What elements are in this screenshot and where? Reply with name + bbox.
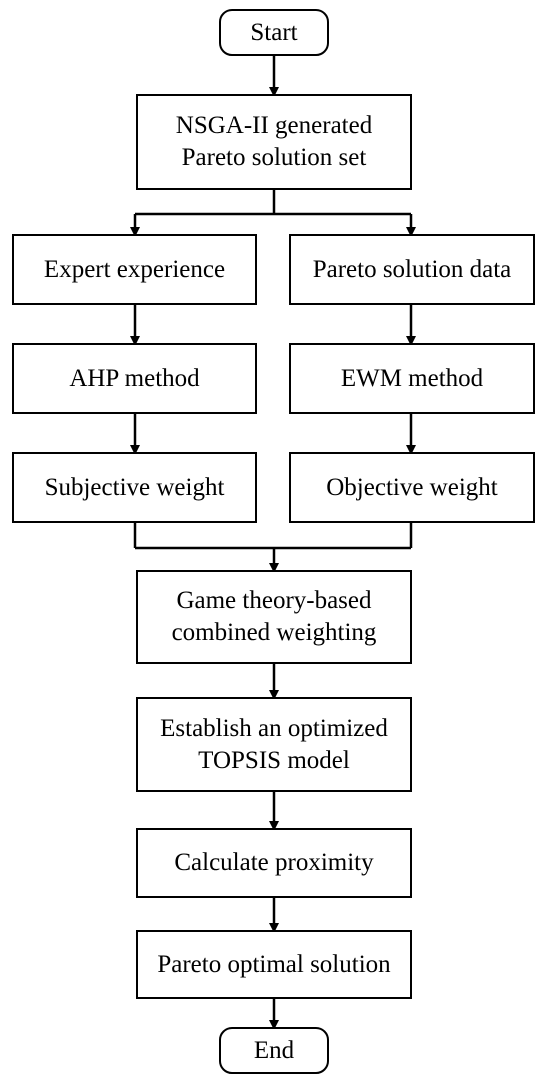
pareto-optimal-solution-node: Pareto optimal solution	[136, 930, 412, 999]
topsis-model-node: Establish an optimized TOPSIS model	[136, 697, 412, 792]
end-node: End	[219, 1027, 329, 1074]
game-theory-node: Game theory-based combined weighting	[136, 570, 412, 664]
calculate-proximity-node: Calculate proximity	[136, 828, 412, 898]
subjective-weight-node: Subjective weight	[12, 452, 257, 523]
ahp-method-node: AHP method	[12, 343, 257, 414]
start-node: Start	[219, 9, 329, 56]
ewm-method-node: EWM method	[289, 343, 535, 414]
objective-weight-node: Objective weight	[289, 452, 535, 523]
expert-experience-node: Expert experience	[12, 234, 257, 305]
nsga-node: NSGA-II generated Pareto solution set	[136, 94, 412, 190]
pareto-solution-data-node: Pareto solution data	[289, 234, 535, 305]
